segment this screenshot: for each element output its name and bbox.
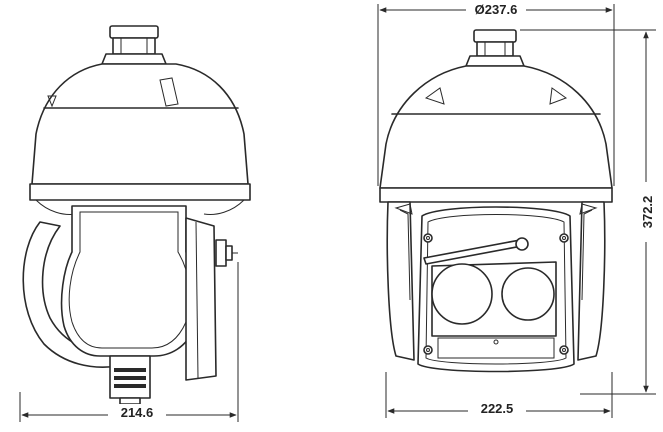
side-yoke-body [22, 205, 238, 405]
front-dome-housing [379, 65, 613, 203]
front-width-label: 222.5 [481, 401, 514, 416]
front-yoke-arms [386, 201, 606, 361]
front-camera-head [417, 206, 575, 373]
side-width-label: 214.6 [121, 405, 154, 420]
side-mount-connector [101, 25, 167, 65]
front-diameter-dimension: Ø237.6 [377, 1, 615, 186]
front-height-dimension: 372.2 [520, 29, 656, 395]
side-dome-housing [29, 63, 251, 215]
side-width-dimension: 214.6 [19, 262, 239, 422]
thermal-lens-icon [431, 263, 493, 325]
front-width-dimension: 222.5 [385, 372, 613, 418]
front-height-label: 372.2 [640, 196, 655, 229]
side-view-camera [22, 25, 251, 405]
wiper-pivot [515, 237, 529, 251]
optical-lens-icon [501, 267, 555, 321]
front-view-camera [379, 29, 613, 373]
front-mount-connector [465, 29, 525, 67]
front-diameter-label: Ø237.6 [475, 2, 518, 17]
